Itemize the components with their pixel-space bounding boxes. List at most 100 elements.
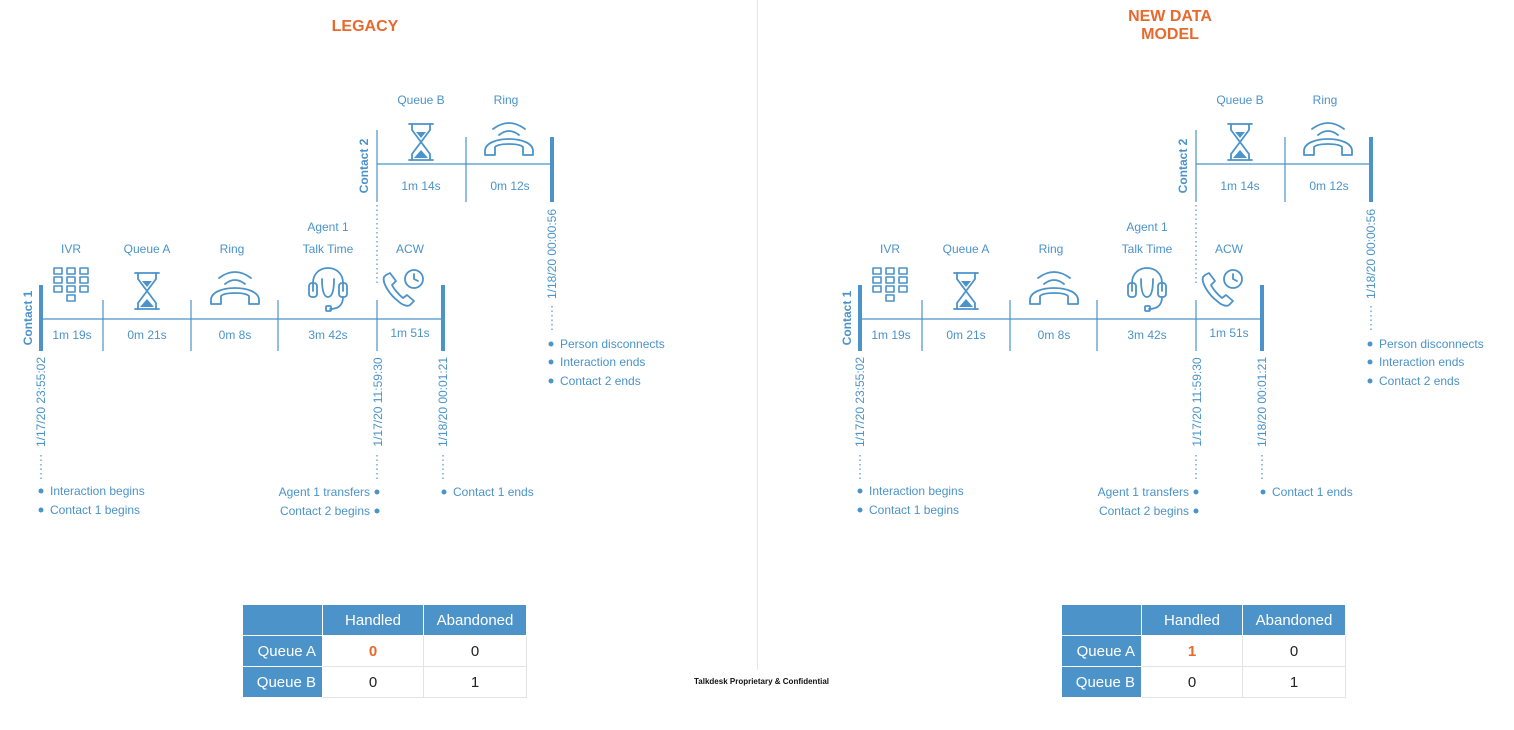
bullet: [1193, 508, 1199, 514]
row-header-queue-a: Queue A: [1061, 635, 1142, 667]
event-person-disconnects: Person disconnects: [560, 337, 665, 351]
headset-icon: [1127, 267, 1167, 312]
event-interaction-ends: Interaction ends: [560, 355, 645, 369]
bullet: [857, 488, 863, 494]
stage-label-queue-a: Queue A: [124, 242, 171, 256]
column-header-abandoned: Abandoned: [1242, 604, 1346, 636]
row-header-queue-a: Queue A: [242, 635, 323, 667]
table-row: Queue B 0 1: [1061, 666, 1346, 698]
duration-ring: 0m 8s: [219, 328, 252, 342]
duration-talk-time: 3m 42s: [308, 328, 347, 342]
stage-label-ivr: IVR: [61, 242, 81, 256]
keypad-icon: [53, 267, 89, 302]
duration-ivr: 1m 19s: [52, 328, 91, 342]
bullet: [374, 508, 380, 514]
timestamp-contact-2-end: 1/18/20 00:00:56: [1364, 209, 1378, 299]
bullet: [38, 488, 44, 494]
event-contact-2-ends: Contact 2 ends: [560, 374, 641, 388]
ringing-phone-icon: [210, 271, 260, 305]
stage-label-queue-b: Queue B: [1216, 93, 1263, 107]
event-contact-1-ends: Contact 1 ends: [1272, 485, 1353, 499]
stage-label-ivr: IVR: [880, 242, 900, 256]
stage-label-acw: ACW: [1215, 242, 1244, 256]
bullet: [1367, 378, 1373, 384]
table-row: Queue A 0 0: [242, 635, 527, 667]
column-header-handled: Handled: [1141, 604, 1243, 636]
confidential-footer: Talkdesk Proprietary & Confidential: [694, 677, 829, 686]
stage-label-acw: ACW: [396, 242, 425, 256]
event-interaction-begins: Interaction begins: [50, 484, 145, 498]
cell-queue-a-abandoned: 0: [423, 635, 527, 667]
table-row: Queue A 1 0: [1061, 635, 1346, 667]
summary-table: Handled Abandoned Queue A 0 0 Queue B 0 …: [242, 604, 527, 698]
row-header-queue-b: Queue B: [242, 666, 323, 698]
duration-queue-b: 1m 14s: [1220, 179, 1259, 193]
cell-queue-a-abandoned: 0: [1242, 635, 1346, 667]
bullet: [548, 341, 554, 347]
table-corner-cell: [242, 604, 323, 636]
bullet: [374, 489, 380, 495]
contact-1-label: Contact 1: [21, 290, 35, 345]
stage-label-line: Talk Time: [303, 242, 354, 256]
bullet: [1193, 489, 1199, 495]
event-agent-1-transfers: Agent 1 transfers: [1098, 485, 1189, 499]
ringing-phone-icon: [1029, 271, 1079, 305]
bullet: [548, 359, 554, 365]
stage-label-line: Talk Time: [1122, 242, 1173, 256]
duration-acw: 1m 51s: [390, 326, 429, 340]
duration-queue-a: 0m 21s: [127, 328, 166, 342]
cell-queue-b-handled: 0: [322, 666, 424, 698]
ringing-phone-icon: [484, 122, 534, 156]
timestamp-transfer: 1/17/20 11:59:30: [1190, 357, 1204, 447]
new-data-model-panel: NEW DATA MODEL Contact 1 IVR Queue A Rin…: [819, 0, 1514, 730]
table-header-row: Handled Abandoned: [1061, 604, 1346, 636]
summary-table: Handled Abandoned Queue A 1 0 Queue B 0 …: [1061, 604, 1346, 698]
bullet: [1260, 489, 1266, 495]
bullet: [441, 489, 447, 495]
hourglass-icon: [134, 272, 160, 310]
column-header-abandoned: Abandoned: [423, 604, 527, 636]
panel-title: LEGACY: [331, 18, 399, 35]
headset-icon: [308, 267, 348, 312]
timestamp-transfer: 1/17/20 11:59:30: [371, 357, 385, 447]
stage-label-queue-b: Queue B: [397, 93, 444, 107]
contact-2-label: Contact 2: [1176, 138, 1190, 193]
stage-label-ring-2: Ring: [1313, 93, 1338, 107]
stage-label-ring-2: Ring: [494, 93, 519, 107]
table-header-row: Handled Abandoned: [242, 604, 527, 636]
duration-ring: 0m 8s: [1038, 328, 1071, 342]
panel-divider: [757, 0, 758, 670]
event-agent-1-transfers: Agent 1 transfers: [279, 485, 370, 499]
cell-queue-a-handled: 0: [322, 635, 424, 667]
hourglass-icon: [953, 272, 979, 310]
event-contact-2-begins: Contact 2 begins: [280, 504, 370, 518]
row-header-queue-b: Queue B: [1061, 666, 1142, 698]
duration-queue-a: 0m 21s: [946, 328, 985, 342]
event-contact-1-begins: Contact 1 begins: [50, 503, 140, 517]
timestamp-contact-2-end: 1/18/20 00:00:56: [545, 209, 559, 299]
table-row: Queue B 0 1: [242, 666, 527, 698]
stage-label-talk-time: Agent 1 Talk Time: [1122, 220, 1173, 256]
stage-label-ring: Ring: [1039, 242, 1064, 256]
timestamp-start: 1/17/20 23:55:02: [34, 357, 48, 447]
event-interaction-begins: Interaction begins: [869, 484, 964, 498]
bullet: [38, 507, 44, 513]
timestamp-start: 1/17/20 23:55:02: [853, 357, 867, 447]
event-contact-1-begins: Contact 1 begins: [869, 503, 959, 517]
event-contact-1-ends: Contact 1 ends: [453, 485, 534, 499]
contact-1-label: Contact 1: [840, 290, 854, 345]
column-header-handled: Handled: [322, 604, 424, 636]
duration-acw: 1m 51s: [1209, 326, 1248, 340]
stage-label-line: Agent 1: [1126, 220, 1168, 234]
hourglass-icon: [1227, 123, 1253, 161]
duration-ring-2: 0m 12s: [1309, 179, 1348, 193]
panel-title: NEW DATA MODEL: [1128, 8, 1212, 43]
timestamp-contact-1-end: 1/18/20 00:01:21: [436, 357, 450, 447]
timestamp-contact-1-end: 1/18/20 00:01:21: [1255, 357, 1269, 447]
bullet: [857, 507, 863, 513]
cell-queue-b-handled: 0: [1141, 666, 1243, 698]
cell-queue-a-handled: 1: [1141, 635, 1243, 667]
